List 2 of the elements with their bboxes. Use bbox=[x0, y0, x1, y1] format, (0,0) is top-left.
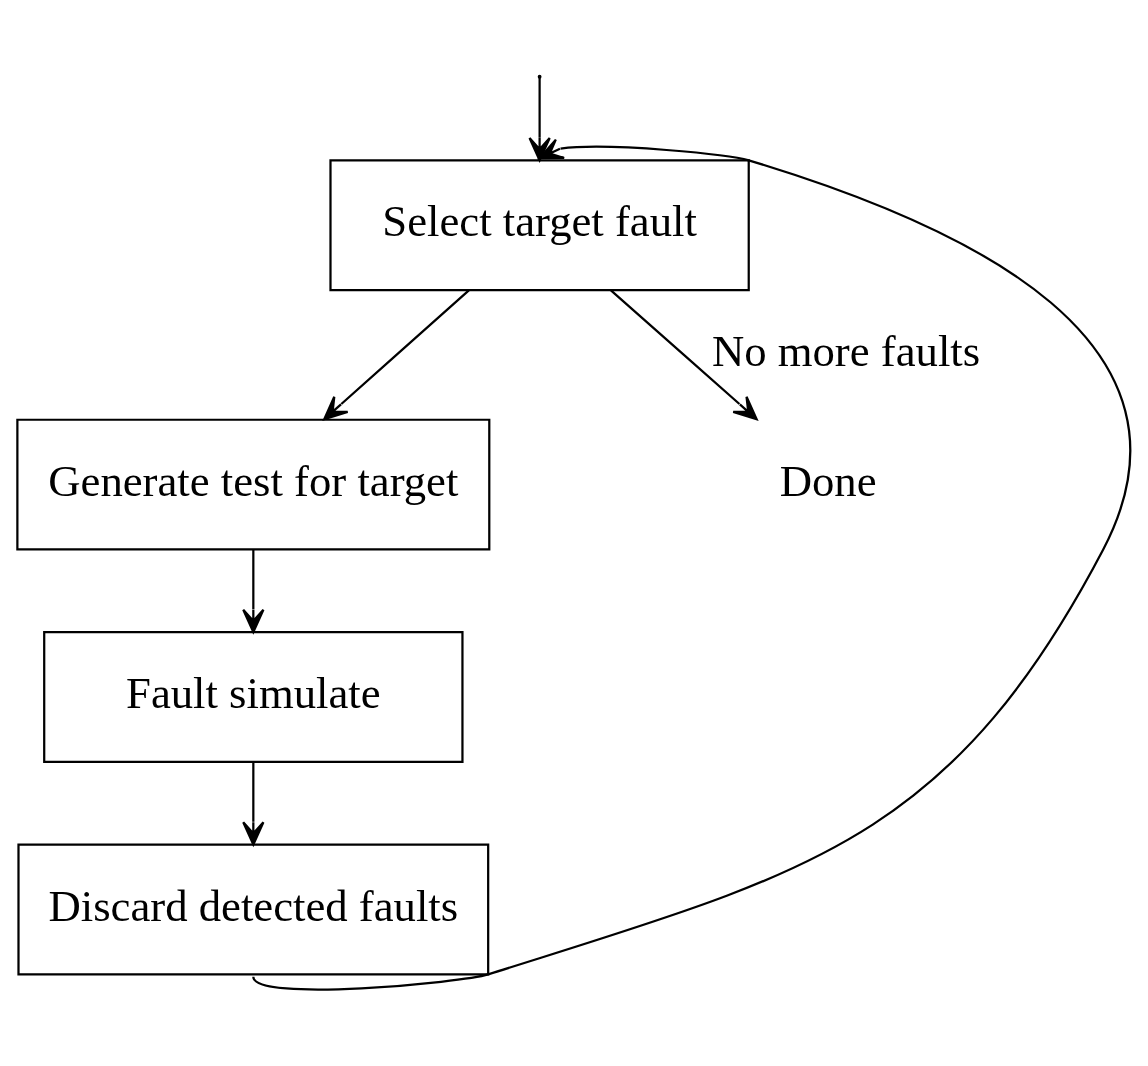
edge-label: No more faults bbox=[711, 326, 981, 377]
node-text: Done bbox=[779, 455, 877, 506]
